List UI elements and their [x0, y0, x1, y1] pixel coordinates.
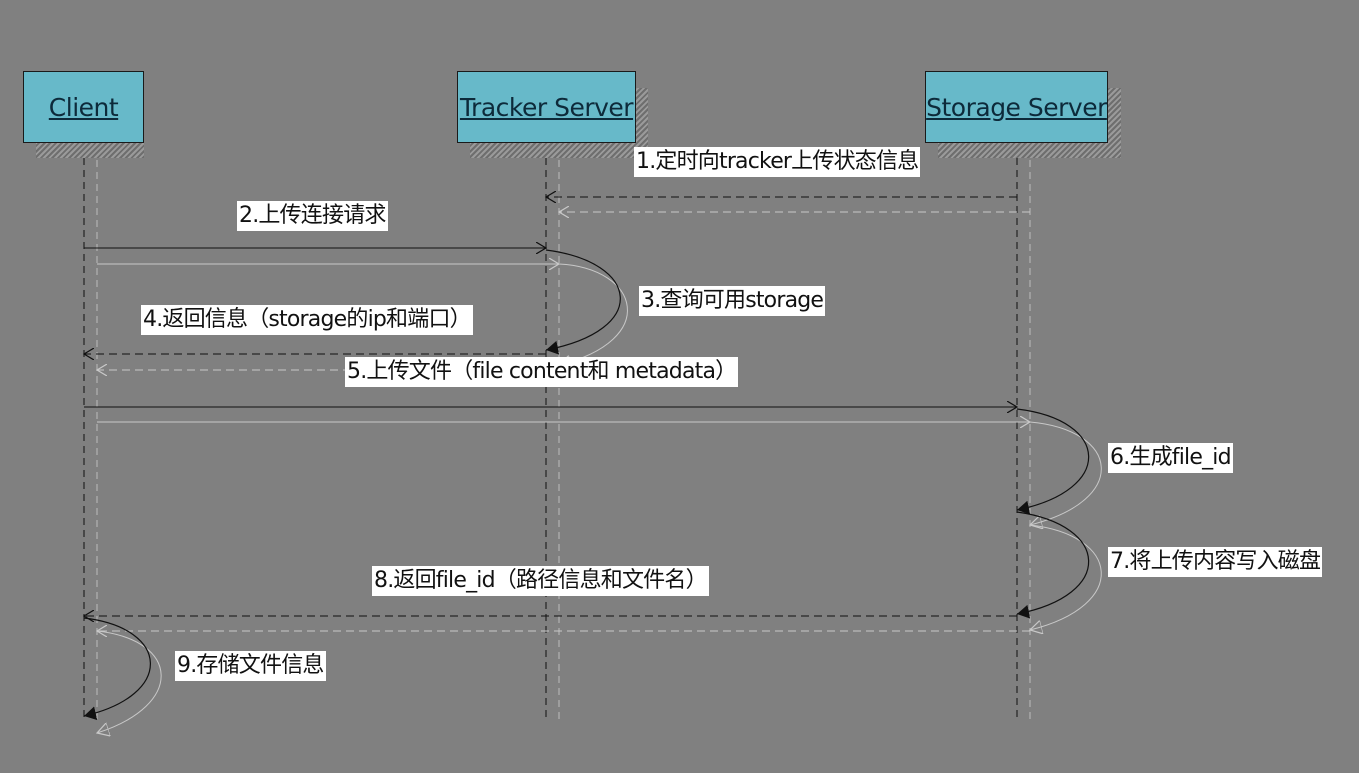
message-label-8: 8.返回file_id（路径信息和文件名）: [372, 566, 709, 596]
message-label-9: 9.存储文件信息: [175, 651, 326, 681]
message-label-3: 3.查询可用storage: [639, 286, 826, 316]
message-label-5: 5.上传文件（file content和 metadata）: [345, 357, 739, 387]
message-label-4: 4.返回信息（storage的ip和端口）: [141, 305, 473, 335]
arrow-shadow-9: [97, 630, 162, 733]
arrow-9: [83, 617, 151, 721]
arrow-6: [1016, 408, 1090, 515]
arrow-7: [1016, 511, 1090, 619]
message-label-1: 1.定时向tracker上传状态信息: [634, 147, 921, 177]
message-label-7: 7.将上传内容写入磁盘: [1108, 547, 1323, 577]
arrow-shadow-6: [1030, 421, 1102, 525]
actor-label-tracker: Tracker Server: [459, 92, 634, 122]
actor-storage-server: Storage Server: [925, 71, 1108, 143]
actor-tracker-server: Tracker Server: [457, 71, 636, 143]
arrow-shadow-3: [559, 263, 628, 365]
actor-client: Client: [23, 71, 144, 143]
arrow-shadow-7: [1030, 524, 1102, 630]
message-label-2: 2.上传连接请求: [237, 201, 388, 231]
arrow-3: [545, 249, 621, 355]
actor-label-client: Client: [48, 92, 119, 122]
actor-label-storage: Storage Server: [926, 92, 1107, 122]
message-label-6: 6.生成file_id: [1108, 443, 1233, 473]
